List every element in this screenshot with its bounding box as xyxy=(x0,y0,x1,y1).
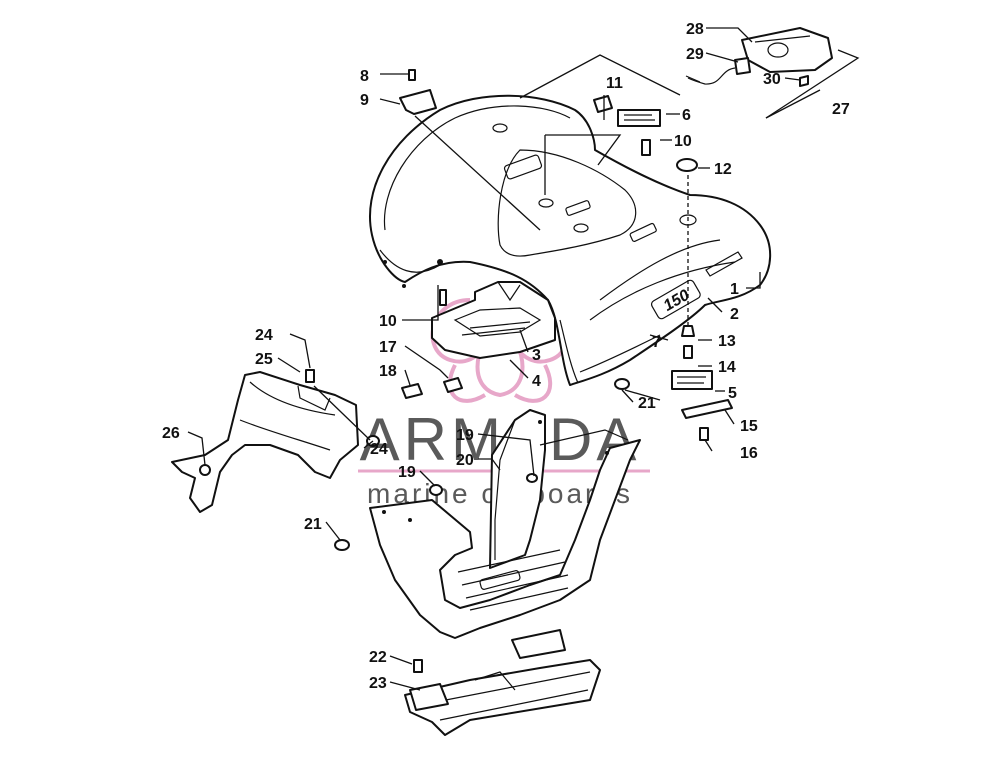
callout-29: 29 xyxy=(686,46,704,63)
callout-20: 20 xyxy=(456,452,474,469)
callout-27: 27 xyxy=(832,101,850,118)
callout-labels: 8 9 11 6 10 12 1 2 13 14 7 5 15 16 10 17… xyxy=(162,21,850,692)
callout-11: 11 xyxy=(606,75,623,92)
callout-13: 13 xyxy=(718,333,736,350)
taillight-assembly xyxy=(685,27,833,87)
callout-14: 14 xyxy=(718,359,736,376)
callout-10-lower: 10 xyxy=(379,313,397,330)
rear-rack-bracket xyxy=(404,629,601,736)
callout-15: 15 xyxy=(740,418,758,435)
callout-6: 6 xyxy=(682,107,691,124)
storage-tray xyxy=(431,281,556,359)
callout-21-upper: 21 xyxy=(638,395,656,412)
callout-9: 9 xyxy=(360,92,369,109)
callout-24-upper: 24 xyxy=(255,327,273,344)
callout-1: 1 xyxy=(730,281,739,298)
callout-10-upper: 10 xyxy=(674,133,692,150)
callout-18: 18 xyxy=(379,363,397,380)
rear-fender-body: 150 xyxy=(369,94,772,386)
callout-2: 2 xyxy=(730,306,739,323)
callout-26: 26 xyxy=(162,425,180,442)
callout-28: 28 xyxy=(686,21,704,38)
callout-8: 8 xyxy=(360,68,369,85)
callout-25: 25 xyxy=(255,351,273,368)
callout-7: 7 xyxy=(652,334,661,351)
callout-19-left: 19 xyxy=(398,464,416,481)
callout-22: 22 xyxy=(369,649,387,666)
callout-3: 3 xyxy=(532,347,541,364)
callout-19-right: 19 xyxy=(456,427,474,444)
callout-4: 4 xyxy=(532,373,541,390)
callout-30: 30 xyxy=(763,71,781,88)
callout-23: 23 xyxy=(369,675,387,692)
callout-21-lower: 21 xyxy=(304,516,322,533)
callout-17: 17 xyxy=(379,339,397,356)
callout-16: 16 xyxy=(740,445,758,462)
hardware-parts xyxy=(199,69,733,673)
callout-24-lower: 24 xyxy=(370,441,388,458)
leader-lines xyxy=(187,27,860,691)
callout-12: 12 xyxy=(714,161,732,178)
callout-5: 5 xyxy=(728,385,737,402)
left-footwell-guard xyxy=(171,371,359,513)
